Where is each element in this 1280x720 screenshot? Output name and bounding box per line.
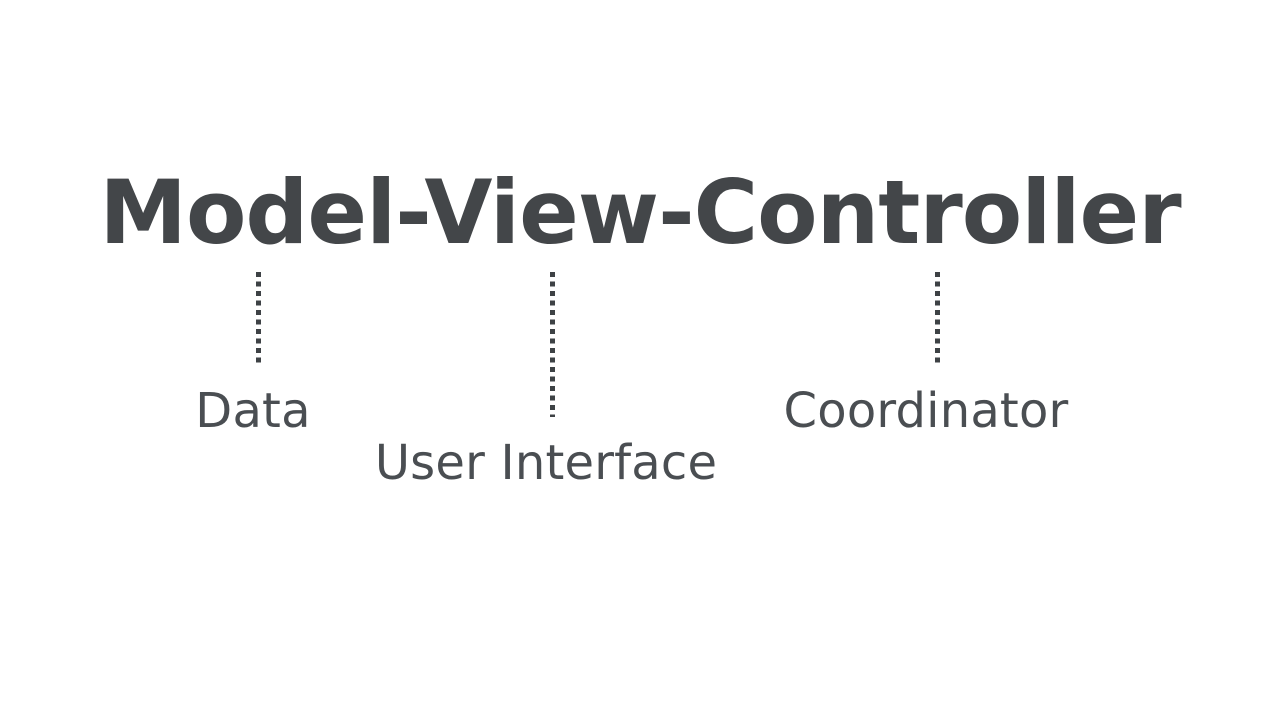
page-title: Model-View-Controller bbox=[99, 161, 1181, 264]
label-controller-meaning: Coordinator bbox=[783, 383, 1069, 439]
controller-connector-dotted-line bbox=[935, 272, 940, 364]
label-model-meaning: Data bbox=[195, 383, 311, 439]
model-connector-dotted-line bbox=[256, 272, 261, 364]
view-connector-dotted-line bbox=[550, 272, 555, 417]
label-view-meaning: User Interface bbox=[374, 435, 718, 491]
